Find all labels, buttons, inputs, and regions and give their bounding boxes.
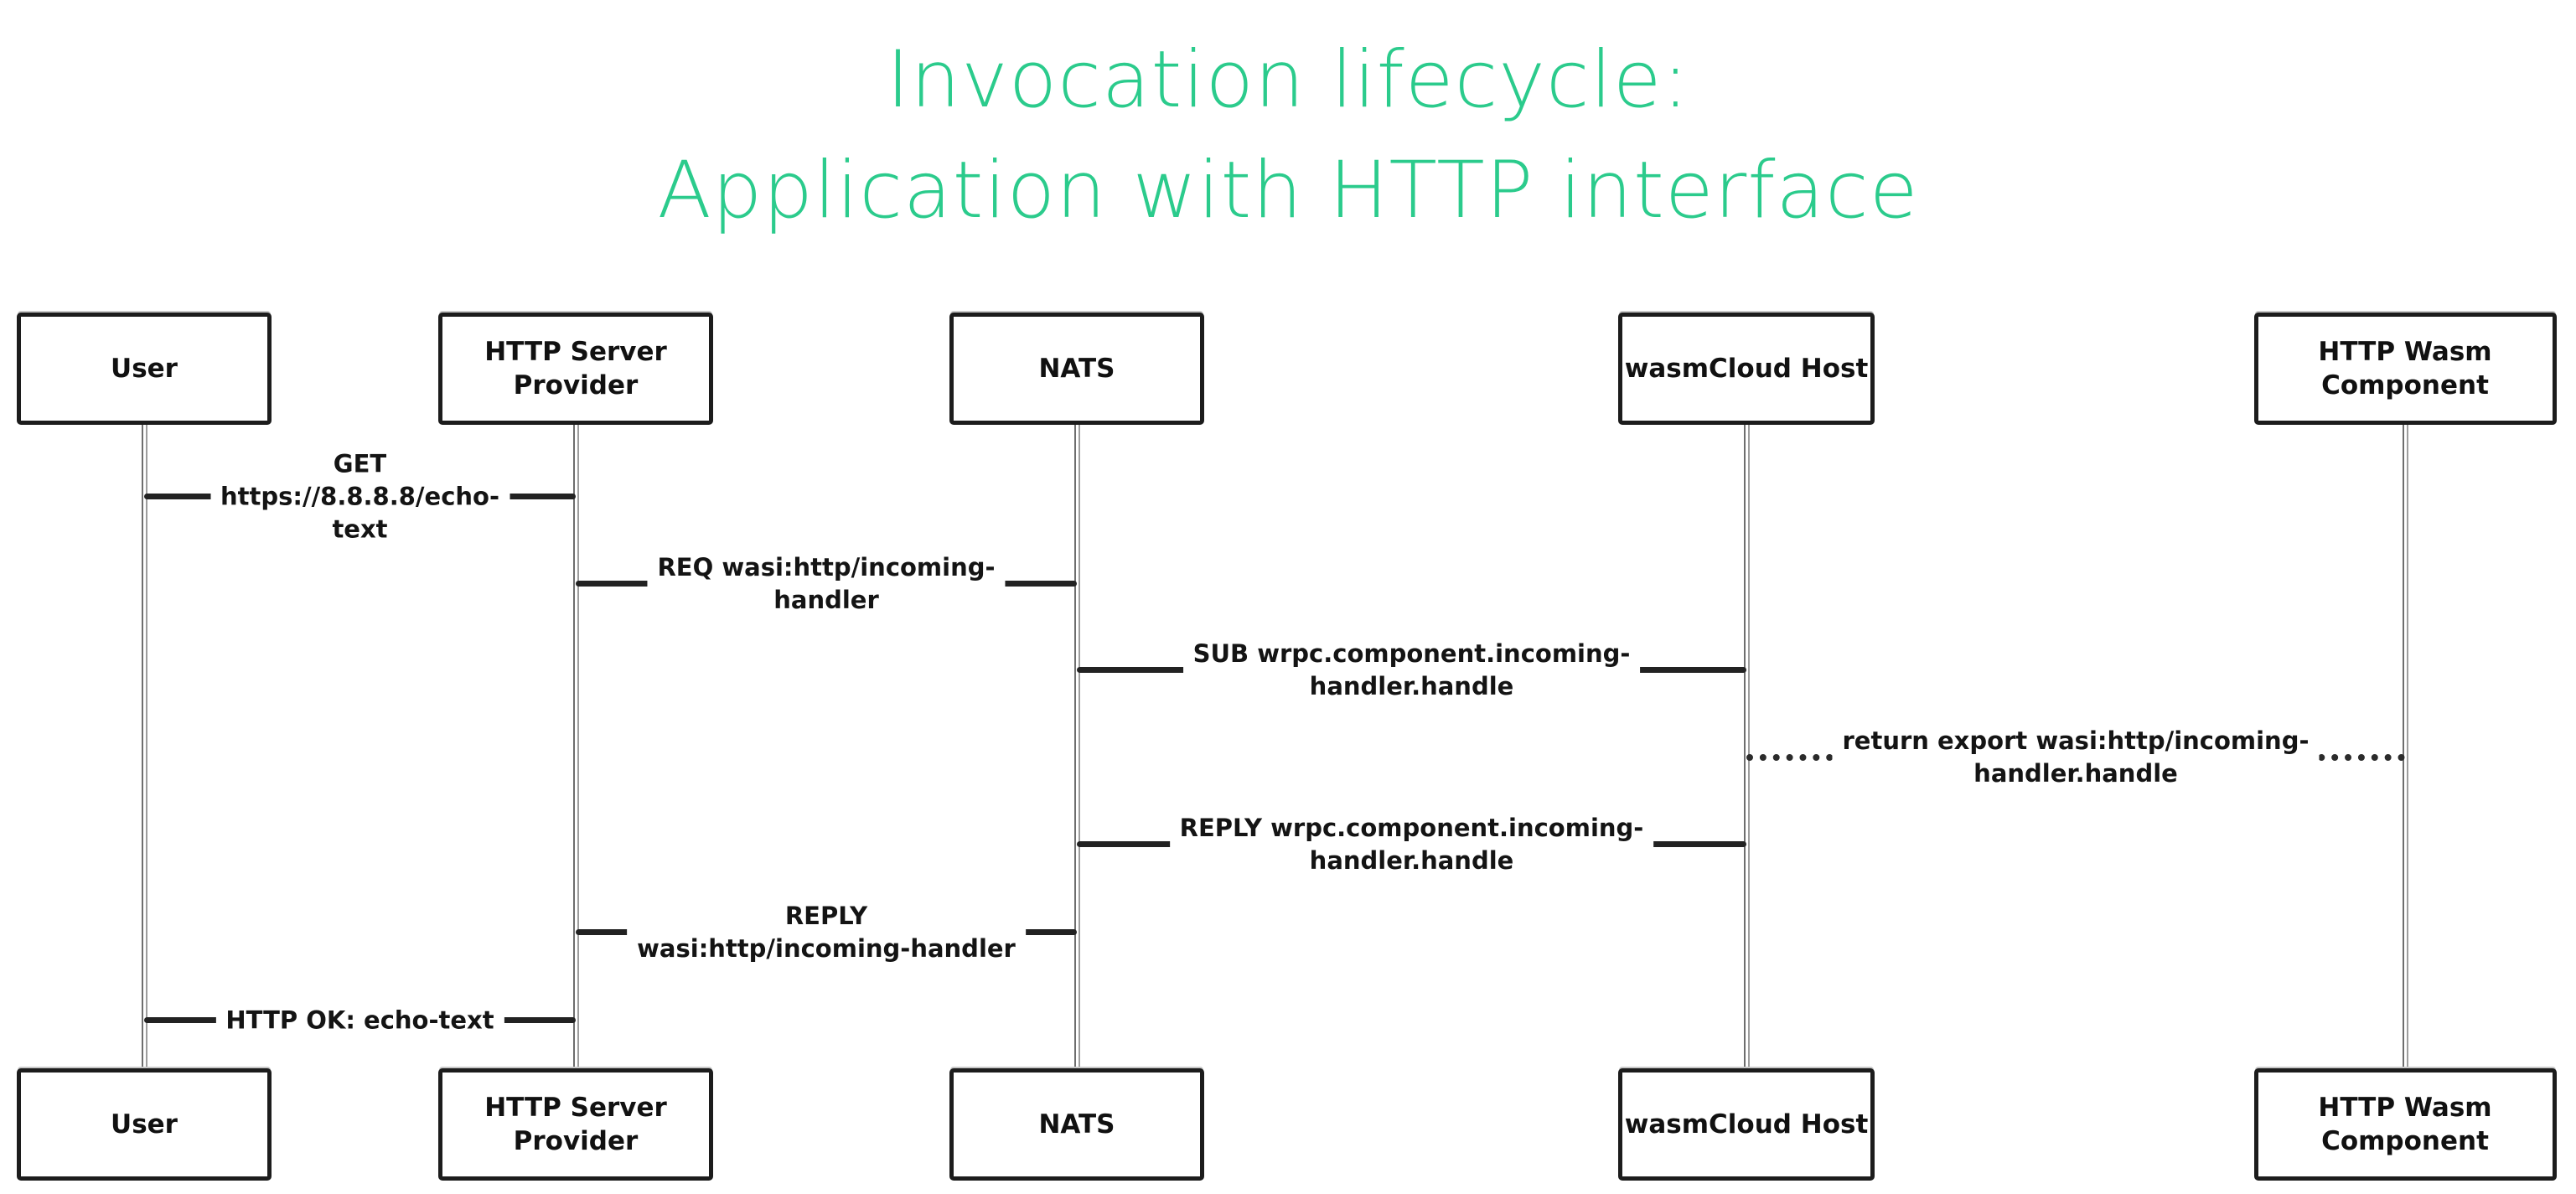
lifeline-user (141, 425, 147, 1068)
actor-box-top-http-server-provider: HTTP Server Provider (438, 313, 713, 425)
lifeline-nats (1073, 425, 1080, 1068)
message-label-6: REPLY wasi:http/incoming-handler (627, 898, 1026, 967)
actor-label-nats: NATS (1038, 1109, 1115, 1140)
lifeline-http-wasm-component (2402, 425, 2408, 1068)
message-label-5: REPLY wrpc.component.incoming- handler.h… (1169, 810, 1654, 879)
actor-box-bottom-wasmcloud-host: wasmCloud Host (1618, 1068, 1875, 1181)
actor-label-user: User (111, 354, 178, 384)
actor-box-bottom-user: User (17, 1068, 272, 1181)
actor-label-http-wasm-component: HTTP Wasm Component (2318, 1093, 2492, 1156)
actor-box-top-user: User (17, 313, 272, 425)
message-label-3: SUB wrpc.component.incoming- handler.han… (1182, 636, 1641, 705)
message-label-2: REQ wasi:http/incoming- handler (647, 550, 1006, 618)
diagram-title-line1: Invocation lifecycle: (886, 34, 1690, 126)
lifeline-http-server-provider (572, 425, 579, 1068)
actor-label-http-wasm-component: HTTP Wasm Component (2318, 337, 2492, 401)
diagram-title-line2: Application with HTTP interface (657, 145, 1919, 236)
actor-box-bottom-http-wasm-component: HTTP Wasm Component (2253, 1068, 2557, 1181)
actor-label-http-server-provider: HTTP Server Provider (484, 1093, 667, 1156)
actor-label-user: User (111, 1109, 178, 1140)
message-label-1: GET https://8.8.8.8/echo- text (210, 446, 510, 548)
actor-label-http-server-provider: HTTP Server Provider (484, 337, 667, 401)
actor-box-bottom-nats: NATS (949, 1068, 1204, 1181)
actor-box-bottom-http-server-provider: HTTP Server Provider (438, 1068, 713, 1181)
actor-label-nats: NATS (1038, 354, 1115, 384)
actor-box-top-wasmcloud-host: wasmCloud Host (1618, 313, 1875, 425)
actor-box-top-http-wasm-component: HTTP Wasm Component (2253, 313, 2557, 425)
lifeline-wasmcloud-host (1743, 425, 1750, 1068)
actor-label-wasmcloud-host: wasmCloud Host (1624, 354, 1869, 384)
actor-label-wasmcloud-host: wasmCloud Host (1624, 1109, 1869, 1140)
message-label-4: return export wasi:http/incoming- handle… (1832, 723, 2320, 792)
diagram-title: Invocation lifecycle: Application with H… (0, 25, 2576, 246)
actor-box-top-nats: NATS (949, 313, 1204, 425)
message-label-7: HTTP OK: echo-text (215, 1002, 504, 1039)
